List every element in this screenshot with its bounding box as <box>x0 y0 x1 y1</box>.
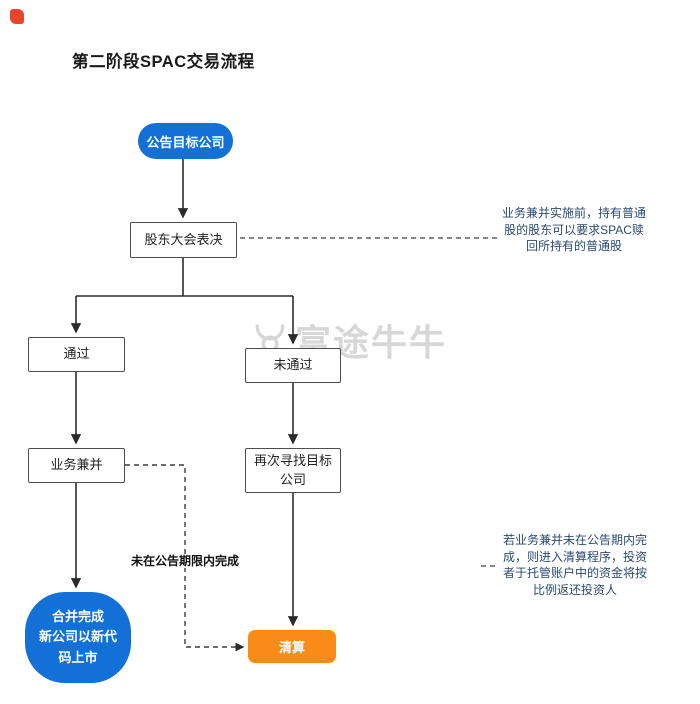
node-merger-complete-listed: 合并完成 新公司以新代 码上市 <box>25 592 131 683</box>
edge-merge-liquidation-dashed <box>125 464 245 652</box>
node-find-new-target-label: 再次寻找目标公司 <box>253 452 332 487</box>
edge-vote-split <box>76 258 293 297</box>
edge-label-overdue: 未在公告期限内完成 <box>124 554 246 569</box>
node-shareholder-vote-label: 股东大会表决 <box>144 231 223 247</box>
node-pass: 通过 <box>28 337 125 372</box>
annotation-redeem-note: 业务兼并实施前，持有普通股的股东可以要求SPAC赎回所持有的普通股 <box>501 206 646 254</box>
node-liquidation: 清算 <box>248 630 336 663</box>
node-find-new-target: 再次寻找目标公司 <box>245 448 341 493</box>
corner-logo-fragment-icon <box>10 9 24 24</box>
node-listed-line-1: 合并完成 <box>51 609 104 625</box>
node-shareholder-vote: 股东大会表决 <box>130 222 237 258</box>
node-announce-target: 公告目标公司 <box>138 123 233 159</box>
node-listed-line-3: 码上市 <box>58 649 98 665</box>
page-title: 第二阶段SPAC交易流程 <box>72 53 255 71</box>
node-listed-line-2: 新公司以新代 <box>38 629 117 645</box>
node-fail-label: 未通过 <box>273 357 313 373</box>
annotation-liquidation-note: 若业务兼并未在公告期内完成，则进入清算程序，投资者于托管账户中的资金将按比例返还… <box>502 533 647 597</box>
node-announce-target-label: 公告目标公司 <box>146 134 225 150</box>
node-pass-label: 通过 <box>63 346 90 362</box>
node-liquidation-label: 清算 <box>278 640 305 655</box>
node-business-merger-label: 业务兼并 <box>50 457 103 473</box>
node-fail: 未通过 <box>245 348 341 383</box>
node-business-merger: 业务兼并 <box>28 448 125 483</box>
